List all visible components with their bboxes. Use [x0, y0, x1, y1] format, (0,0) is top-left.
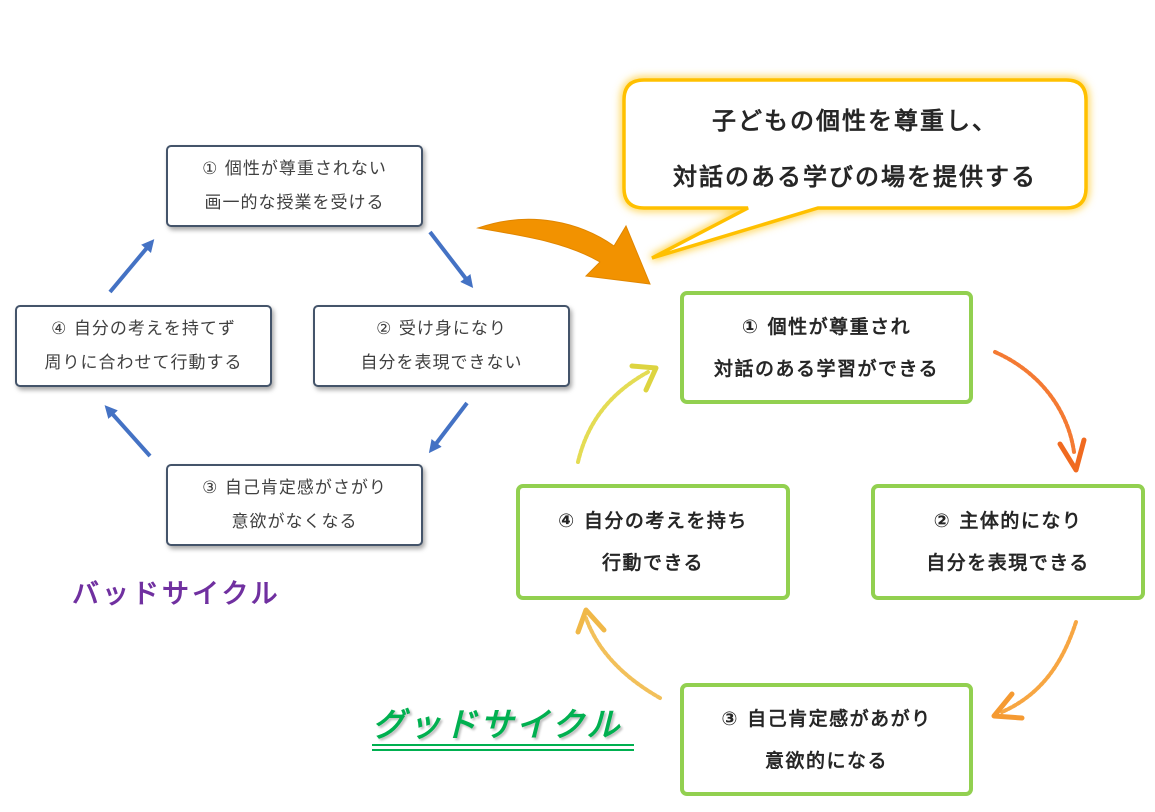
bad-step-2: ② 受け身になり 自分を表現できない [313, 305, 570, 387]
good-arrow-2-to-3 [991, 620, 1078, 721]
good-step-2-line-2: 自分を表現できる [926, 552, 1090, 574]
good-step-1-line-1: ① 個性が尊重され [741, 315, 912, 338]
good-step-4-line-1: ④ 自分の考えを持ち [558, 510, 748, 532]
good-step-2-line-1: ② 主体的になり [933, 510, 1083, 532]
good-step-3-line-2: 意欲的になる [764, 749, 888, 772]
good-step-3-line-1: ③ 自己肯定感があがり [721, 707, 932, 730]
bad-arrow-1-to-2 [428, 230, 474, 289]
bad-step-4-line-2: 周りに合わせて行動する [44, 353, 243, 373]
bad-step-3-line-2: 意欲がなくなる [231, 512, 358, 532]
callout: 子どもの個性を尊重し、 対話のある学びの場を提供する [622, 90, 1088, 208]
bad-step-2-line-2: 自分を表現できない [360, 353, 523, 373]
good-step-3: ③ 自己肯定感があがり 意欲的になる [680, 683, 973, 796]
bad-step-1-line-1: ① 個性が尊重されない [202, 159, 387, 179]
bad-arrow-3-to-4 [104, 405, 152, 458]
good-arrow-3-to-4 [575, 607, 662, 700]
good-step-1: ① 個性が尊重され 対話のある学習ができる [680, 291, 973, 404]
good-arrow-1-to-2 [993, 350, 1087, 473]
bad-step-3-line-1: ③ 自己肯定感がさがり [202, 478, 387, 498]
callout-line-2: 対話のある学びの場を提供する [673, 163, 1037, 191]
good-step-1-line-2: 対話のある学習ができる [713, 357, 940, 380]
bad-cycle-title: バッドサイクル [72, 579, 281, 610]
callout-bubble [622, 78, 1088, 260]
bad-step-3: ③ 自己肯定感がさがり 意欲がなくなる [166, 464, 423, 546]
bad-step-4: ④ 自分の考えを持てず 周りに合わせて行動する [15, 305, 272, 387]
good-arrow-4-to-1 [576, 363, 659, 464]
bad-step-1: ① 個性が尊重されない 画一的な授業を受ける [166, 145, 423, 227]
transition-arrow [477, 218, 651, 285]
good-cycle-title: グッドサイクル [372, 705, 623, 744]
callout-line-1: 子どもの個性を尊重し、 [712, 107, 998, 135]
good-step-4: ④ 自分の考えを持ち 行動できる [516, 484, 790, 600]
good-cycle-title-underline [372, 744, 634, 751]
good-step-4-line-2: 行動できる [601, 552, 705, 574]
good-step-2: ② 主体的になり 自分を表現できる [871, 484, 1145, 600]
bad-arrow-4-to-1 [108, 239, 155, 294]
bad-arrow-2-to-3 [428, 401, 469, 454]
bad-step-1-line-2: 画一的な授業を受ける [204, 193, 385, 213]
bad-step-4-line-1: ④ 自分の考えを持てず [51, 319, 236, 339]
bad-step-2-line-1: ② 受け身になり [376, 319, 507, 339]
